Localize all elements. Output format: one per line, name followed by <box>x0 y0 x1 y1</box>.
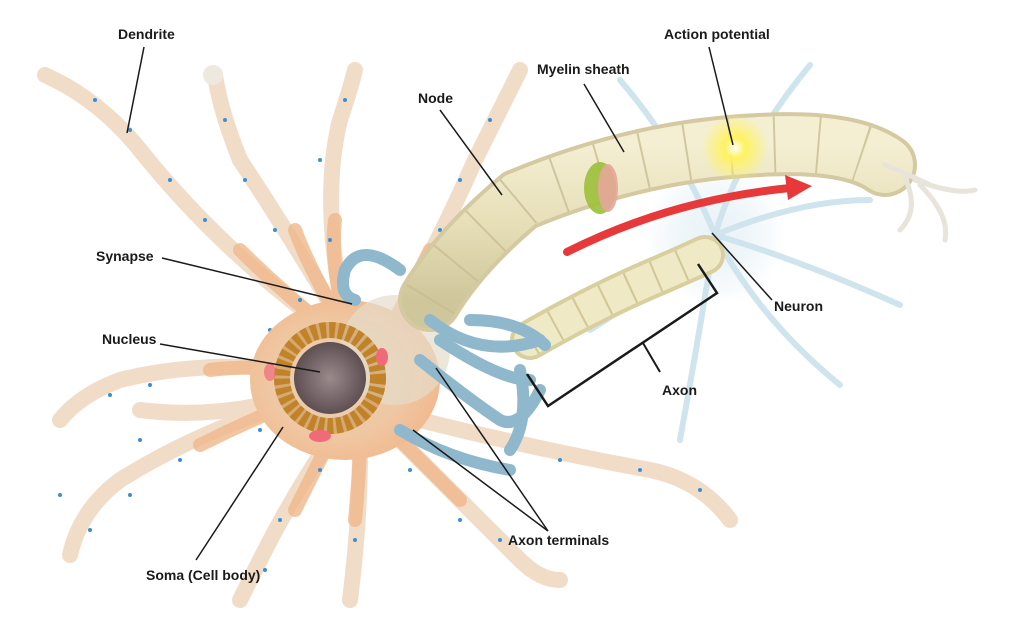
label-nucleus: Nucleus <box>102 331 157 347</box>
label-node: Node <box>418 90 453 106</box>
label-synapse: Synapse <box>96 248 154 264</box>
nucleus-leader <box>159 343 321 373</box>
myelin-sheath-leader <box>583 83 625 153</box>
label-axon: Axon <box>662 382 697 398</box>
signal-direction-arrow <box>563 175 812 256</box>
axon-terminals-leader-2 <box>435 367 549 532</box>
lower-axon <box>510 235 725 360</box>
action-potential-leader <box>708 46 734 146</box>
label-myelin-sheath: Myelin sheath <box>537 61 630 77</box>
axon-bracket <box>525 263 719 408</box>
label-neuron: Neuron <box>774 298 823 314</box>
dendrite-leader <box>126 46 145 134</box>
node-leader <box>439 109 503 196</box>
neuron-leader <box>711 232 773 301</box>
nucleus <box>264 322 388 442</box>
axon-terminals-leader-1 <box>412 429 549 532</box>
label-dendrite: Dendrite <box>118 26 175 42</box>
soma-leader <box>195 426 284 561</box>
label-soma: Soma (Cell body) <box>146 567 261 583</box>
label-action-potential: Action potential <box>664 26 770 42</box>
myelinated-axon <box>398 112 978 332</box>
action-potential-glow <box>701 114 769 182</box>
label-axon-terminals: Axon terminals <box>508 532 610 548</box>
leader-lines <box>126 46 773 561</box>
synapse-leader <box>161 257 353 305</box>
